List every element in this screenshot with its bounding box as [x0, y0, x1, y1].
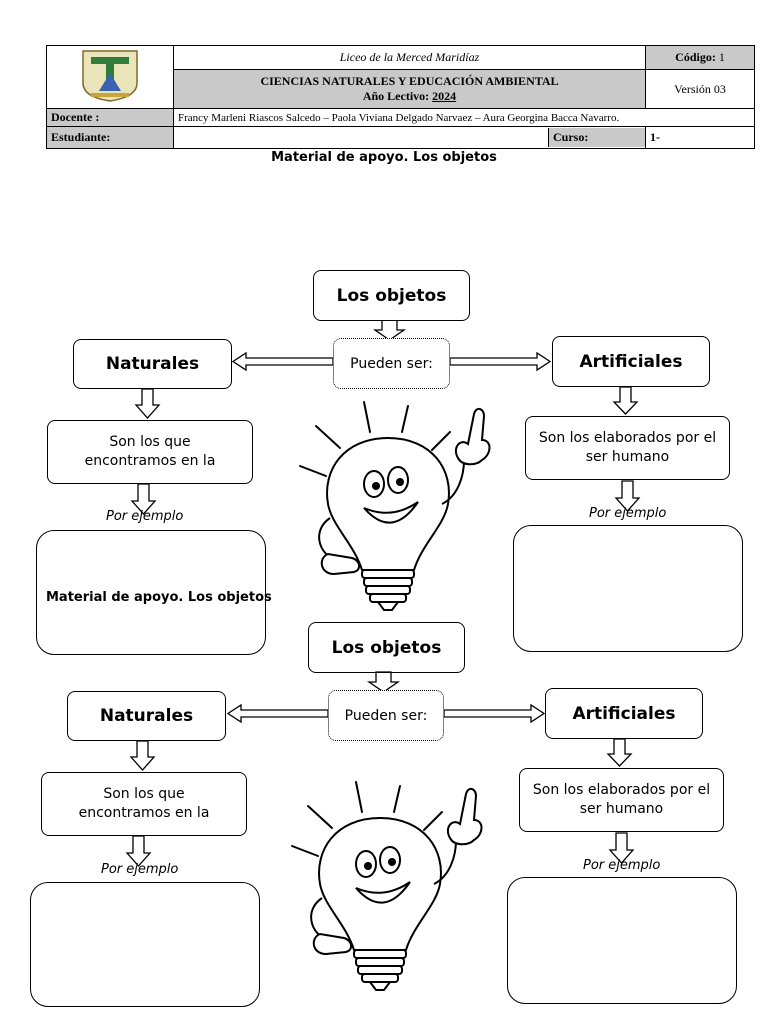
student-label: Estudiante:: [46, 126, 174, 149]
code-label: Código:: [675, 50, 716, 64]
teacher-value: Francy Marleni Riascos Salcedo – Paola V…: [173, 108, 755, 127]
d2-naturales-desc: Son los que encontramos en la: [41, 772, 247, 836]
d2-artificiales-box: Artificiales: [545, 688, 703, 739]
lightbulb-2: [291, 781, 483, 991]
d1-left-example-label: Por ejemplo: [106, 509, 184, 524]
d1-title-box: Los objetos: [313, 270, 470, 321]
code-value: 1: [718, 50, 725, 64]
d2-title-box: Los objetos: [308, 622, 465, 673]
year-label: Año Lectivo:: [362, 89, 430, 103]
d1-right-example-label: Por ejemplo: [589, 506, 667, 521]
d1-connector-box: Pueden ser:: [333, 338, 450, 389]
teacher-label: Docente :: [46, 108, 174, 127]
d2-connector-box: Pueden ser:: [328, 690, 444, 741]
code-cell: Código: 1: [645, 45, 755, 70]
d2-artificiales-examples-box[interactable]: [507, 877, 737, 1004]
d1-artificiales-desc: Son los elaborados por el ser humano: [525, 416, 730, 480]
year-value: 2024: [432, 89, 457, 103]
logo-cell: [46, 45, 174, 109]
student-row-cell: Curso:: [173, 126, 646, 149]
d1-artificiales-examples-box[interactable]: [513, 525, 743, 652]
d1-artificiales-box: Artificiales: [552, 336, 710, 387]
d2-naturales-examples-box[interactable]: [30, 882, 260, 1007]
d1-naturales-examples-box[interactable]: [36, 530, 266, 655]
d1-naturales-desc: Son los que encontramos en la: [47, 420, 253, 484]
d2-left-example-label: Por ejemplo: [101, 862, 179, 877]
page-subtitle: Material de apoyo. Los objetos: [271, 150, 497, 165]
d1-left-box-text: Material de apoyo. Los objetos: [46, 590, 272, 605]
lightbulb-1: [299, 401, 491, 611]
d2-right-example-label: Por ejemplo: [583, 858, 661, 873]
school-logo-icon: [82, 50, 138, 102]
header-table: Liceo de la Merced Maridíaz Código: 1 CI…: [46, 45, 755, 149]
course-label: Curso:: [548, 128, 645, 147]
year-line: Año Lectivo: 2024: [178, 89, 641, 104]
subject-cell: CIENCIAS NATURALES Y EDUCACIÓN AMBIENTAL…: [173, 69, 646, 109]
subject-name: CIENCIAS NATURALES Y EDUCACIÓN AMBIENTAL: [260, 74, 559, 88]
d2-artificiales-desc: Son los elaborados por el ser humano: [519, 768, 724, 832]
version-cell: Versión 03: [645, 69, 755, 109]
d2-naturales-box: Naturales: [67, 691, 226, 741]
d1-naturales-box: Naturales: [73, 339, 232, 389]
course-value[interactable]: 1-: [645, 126, 755, 149]
